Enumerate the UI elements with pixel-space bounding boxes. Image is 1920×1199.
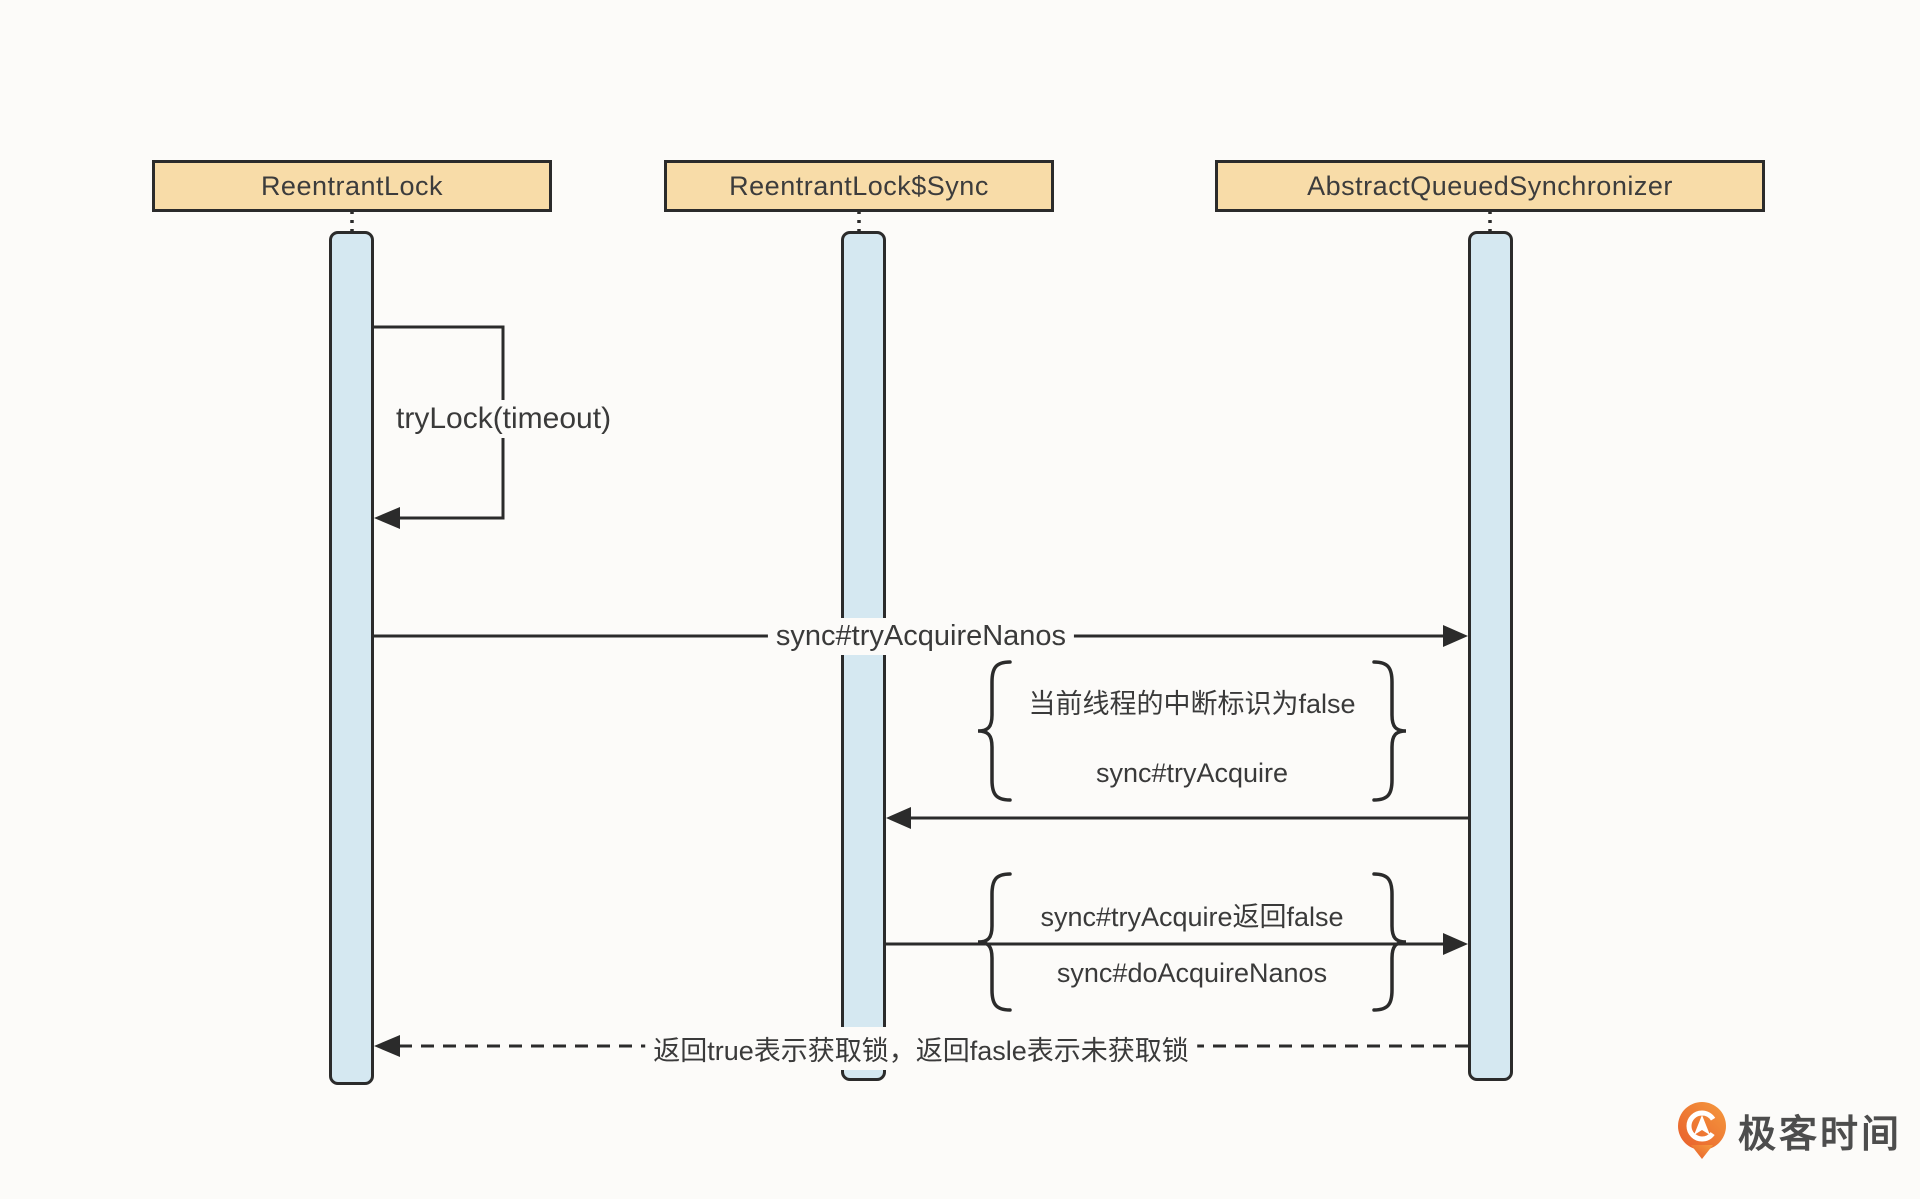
message-label-return-result: 返回true表示获取锁，返回fasle表示未获取锁 [645, 1027, 1197, 1070]
activation-bar-aqs [1468, 231, 1513, 1081]
geektime-icon [1678, 1102, 1726, 1159]
lifeline-label: AbstractQueuedSynchronizer [1307, 170, 1673, 201]
note-doacquire-line2: sync#doAcquireNanos [1050, 958, 1334, 989]
lifeline-header-sync: ReentrantLock$Sync [664, 160, 1054, 212]
geektime-logo: 极客时间 [1676, 1100, 1902, 1160]
lifeline-header-reentrantlock: ReentrantLock [152, 160, 552, 212]
note-interrupt-line1: 当前线程的中断标识为false [1028, 689, 1356, 719]
note-interrupt-line2: sync#tryAcquire [1095, 758, 1289, 788]
message-label-trylock: tryLock(timeout) [388, 400, 620, 438]
activation-bar-reentrantlock [329, 231, 374, 1085]
activation-bar-sync [841, 231, 886, 1081]
message-label-tryacquirenanos: sync#tryAcquireNanos [767, 618, 1075, 655]
lifeline-header-aqs: AbstractQueuedSynchronizer [1215, 160, 1765, 212]
note-doacquire-line1: sync#tryAcquire返回false [1034, 895, 1350, 934]
lifeline-label: ReentrantLock$Sync [729, 170, 989, 201]
lifeline-label: ReentrantLock [260, 170, 444, 201]
lifeline-dotted-connectors [350, 211, 1492, 232]
brand-name: 极客时间 [1738, 1113, 1903, 1156]
